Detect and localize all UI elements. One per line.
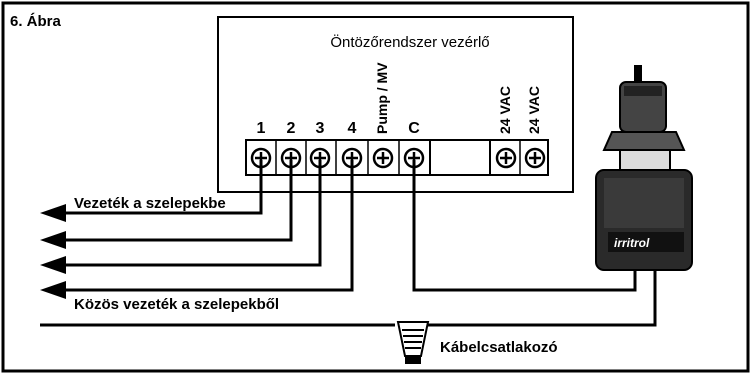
valve-brand: irritrol xyxy=(614,236,650,250)
valve-wire-4 xyxy=(62,160,354,292)
wire-arrows xyxy=(40,204,66,299)
terminal-screw-7 xyxy=(495,147,517,169)
arrow-3 xyxy=(40,256,66,274)
terminal-label-24vac-a: 24 VAC xyxy=(497,86,513,134)
connector-label: Kábelcsatlakozó xyxy=(440,339,558,356)
valve-wires-label: Vezeték a szelepekbe xyxy=(74,195,226,212)
valve-wires xyxy=(62,160,354,292)
controller-title: Öntözőrendszer vezérlő xyxy=(330,33,489,51)
terminal-labels: 1 2 3 4 Pump / MV C 24 VAC 24 VAC xyxy=(257,62,542,137)
terminal-label-24vac-b: 24 VAC xyxy=(526,86,542,134)
valve-to-connector-wire xyxy=(425,262,657,327)
terminal-label-2: 2 xyxy=(287,120,296,137)
solenoid-valve-icon: irritrol xyxy=(595,65,693,271)
arrow-4 xyxy=(40,281,66,299)
arrow-2 xyxy=(40,231,66,249)
terminal-screw-8 xyxy=(524,147,546,169)
valve-wire-2 xyxy=(62,160,293,242)
terminal-label-pump-mv: Pump / MV xyxy=(374,62,390,134)
wire-nut-icon xyxy=(396,321,430,364)
terminal-strip-left xyxy=(245,139,431,176)
terminal-screw-5 xyxy=(372,147,394,169)
terminal-label-3: 3 xyxy=(316,120,325,137)
terminal-label-1: 1 xyxy=(257,120,266,137)
terminal-dividers xyxy=(275,140,521,175)
arrow-1 xyxy=(40,204,66,222)
terminal-label-c: C xyxy=(408,120,420,137)
common-wire-label: Közös vezeték a szelepekből xyxy=(74,296,279,313)
valve-wire-3 xyxy=(62,160,322,267)
valve-wire-1 xyxy=(62,160,263,215)
figure-label: 6. Ábra xyxy=(10,13,62,30)
terminal-label-4: 4 xyxy=(348,120,357,137)
common-wire-c xyxy=(412,160,637,292)
